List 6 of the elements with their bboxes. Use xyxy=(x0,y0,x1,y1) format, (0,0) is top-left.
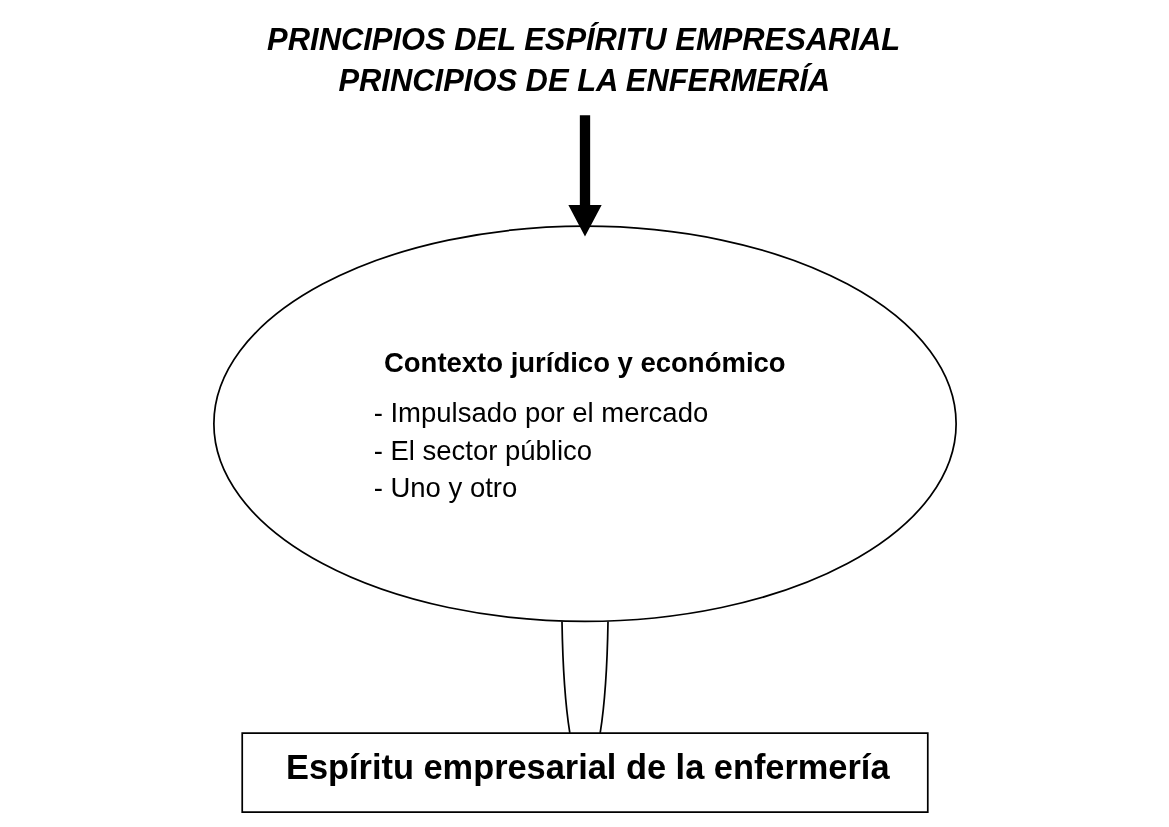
connector xyxy=(560,620,571,734)
node-box: Espíritu empresarial de la enfermería xyxy=(240,732,929,813)
node-text: PRINCIPIOS DEL ESPÍRITU EMPRESARIAL PRINCIPIOS DE LA ENFERMERÍA xyxy=(266,21,900,99)
arrow xyxy=(567,115,602,237)
node-ellipse: Contexto jurídico y económico - Impulsado por el mercado - El sector público - Uno y otro xyxy=(212,225,957,623)
connector xyxy=(598,620,609,734)
